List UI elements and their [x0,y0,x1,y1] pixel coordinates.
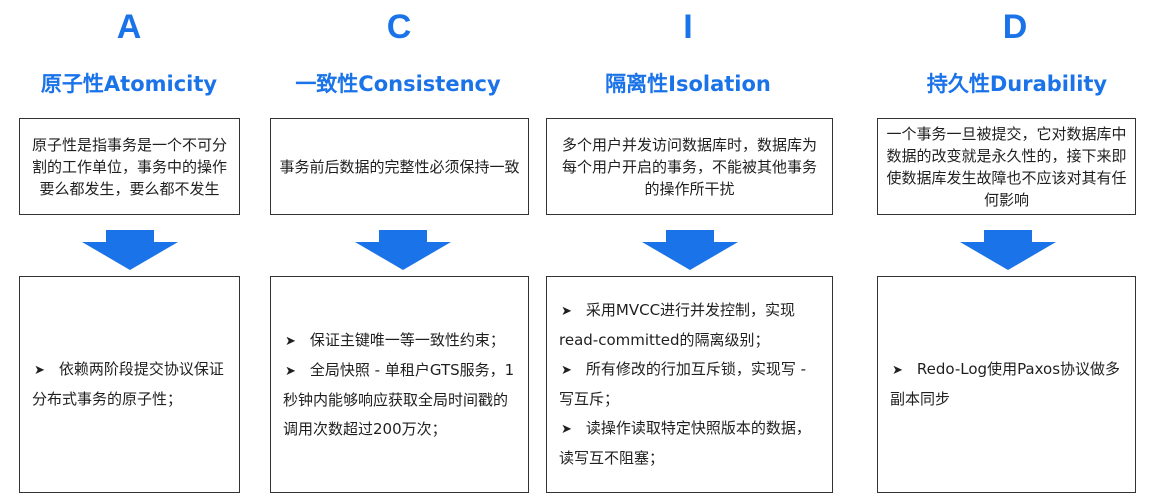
definition-atomicity-text: 原子性是指事务是一个不可分割的工作单位，事务中的操作要么都发生，要么都不发生 [31,135,227,198]
bullet-item: ➤读操作读取特定快照版本的数据，读写互不阻塞； [559,414,820,473]
definition-consistency-text: 事务前后数据的完整性必须保持一致 [279,157,520,176]
bullet-arrow-icon: ➤ [285,333,296,349]
letter-a: A [116,8,142,46]
bullet-text: 保证主键唯一等一致性约束； [309,330,505,349]
implementation-atomicity: ➤依赖两阶段提交协议保证分布式事务的原子性； [19,276,240,493]
implementation-durability: ➤Redo-Log使用Paxos协议做多副本同步 [877,276,1136,493]
bullet-item: ➤所有修改的行加互斥锁，实现写 - 写互斥； [559,355,820,414]
bullet-list: ➤保证主键唯一等一致性约束； ➤全局快照 - 单租户GTS服务，1秒钟内能够响应… [283,326,516,444]
bullet-text: Redo-Log使用Paxos协议做多副本同步 [890,360,1121,408]
bullet-list: ➤依赖两阶段提交协议保证分布式事务的原子性； [32,355,227,414]
definition-durability: 一个事务一旦被提交，它对数据库中数据的改变就是永久性的，接下来即使数据库发生故障… [877,118,1136,215]
definition-atomicity: 原子性是指事务是一个不可分割的工作单位，事务中的操作要么都发生，要么都不发生 [19,118,240,215]
definition-isolation-text: 多个用户并发访问数据库时，数据库为每个用户开启的事务，不能被其他事务的操作所干扰 [561,135,817,198]
down-arrow-icon [355,230,451,270]
down-arrow-icon [960,230,1056,270]
bullet-arrow-icon: ➤ [892,363,903,378]
title-atomicity: 原子性Atomicity [40,72,218,96]
title-isolation: 隔离性Isolation [605,72,771,96]
bullet-list: ➤采用MVCC进行并发控制，实现read-committed的隔离级别； ➤所有… [559,296,820,473]
bullet-text: 依赖两阶段提交协议保证分布式事务的原子性； [32,360,224,408]
bullet-item: ➤依赖两阶段提交协议保证分布式事务的原子性； [32,355,227,414]
bullet-list: ➤Redo-Log使用Paxos协议做多副本同步 [890,355,1123,414]
letter-c: C [386,8,412,46]
bullet-text: 所有修改的行加互斥锁，实现写 - 写互斥； [559,360,807,408]
implementation-isolation: ➤采用MVCC进行并发控制，实现read-committed的隔离级别； ➤所有… [546,276,833,493]
bullet-arrow-icon: ➤ [561,422,572,437]
bullet-text: 全局快照 - 单租户GTS服务，1秒钟内能够响应获取全局时间戳的调用次数超过20… [283,360,515,438]
definition-consistency: 事务前后数据的完整性必须保持一致 [270,118,529,215]
bullet-text: 读操作读取特定快照版本的数据，读写互不阻塞； [559,419,811,467]
bullet-item: ➤ 保证主键唯一等一致性约束； [283,326,516,356]
title-consistency: 一致性Consistency [295,72,501,96]
bullet-item: ➤Redo-Log使用Paxos协议做多副本同步 [890,355,1123,414]
bullet-arrow-icon: ➤ [561,363,572,378]
bullet-arrow-icon: ➤ [561,304,572,319]
down-arrow-icon [82,230,178,270]
definition-durability-text: 一个事务一旦被提交，它对数据库中数据的改变就是永久性的，接下来即使数据库发生故障… [886,124,1127,209]
bullet-item: ➤全局快照 - 单租户GTS服务，1秒钟内能够响应获取全局时间戳的调用次数超过2… [283,356,516,444]
letter-d: D [1002,8,1028,46]
bullet-text: 采用MVCC进行并发控制，实现read-committed的隔离级别； [559,301,796,349]
definition-isolation: 多个用户并发访问数据库时，数据库为每个用户开启的事务，不能被其他事务的操作所干扰 [546,118,833,215]
bullet-arrow-icon: ➤ [285,363,296,379]
letter-i: I [683,8,693,46]
implementation-consistency: ➤保证主键唯一等一致性约束； ➤全局快照 - 单租户GTS服务，1秒钟内能够响应… [270,276,529,493]
bullet-arrow-icon: ➤ [34,363,45,378]
down-arrow-icon [642,230,738,270]
bullet-item: ➤采用MVCC进行并发控制，实现read-committed的隔离级别； [559,296,820,355]
title-durability: 持久性Durability [926,72,1108,96]
